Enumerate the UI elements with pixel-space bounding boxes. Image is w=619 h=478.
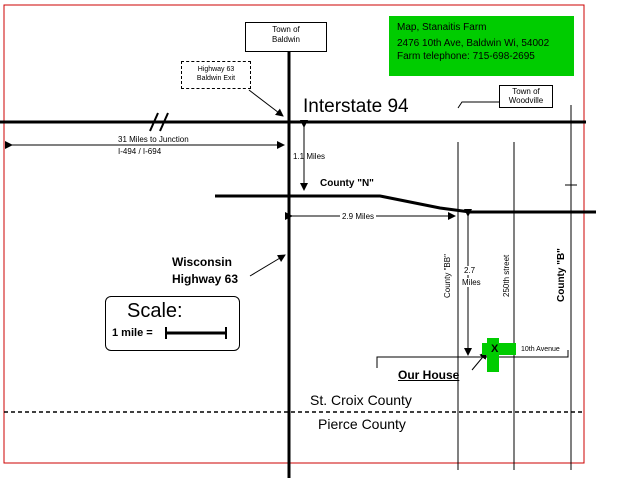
woodville-pointer <box>457 101 500 109</box>
10th-avenue-label: 10th Avenue <box>521 346 560 353</box>
county-bb-label: County "BB" <box>443 254 452 298</box>
distance-2-7-label-2: Miles <box>462 278 481 287</box>
250th-street-label: 250th street <box>502 254 511 297</box>
junction-label-1: 31 Miles to Junction <box>118 135 189 144</box>
town-woodville-box: Town of Woodville <box>499 85 553 108</box>
distance-2-7-label-1: 2.7 <box>464 266 476 275</box>
junction-label-2: I-494 / I-694 <box>118 147 162 156</box>
info-line-2: 2476 10th Ave, Baldwin Wi, 54002 <box>397 38 550 49</box>
st-croix-county-label: St. Croix County <box>310 392 412 408</box>
town-woodville-line1: Town of <box>512 87 540 96</box>
highway-63-label-2: Highway 63 <box>172 272 239 286</box>
info-line-1: Map, Stanaitis Farm <box>397 22 487 33</box>
highway-63-label-1: Wisconsin <box>172 255 232 269</box>
our-house-label: Our House <box>398 368 460 382</box>
distance-2-9-label: 2.9 Miles <box>340 212 377 221</box>
pierce-county-label: Pierce County <box>318 416 406 432</box>
road-break-mark <box>149 112 159 132</box>
county-b-label: County "B" <box>556 248 567 302</box>
house-marker-bar <box>482 343 516 355</box>
10th-avenue-road <box>376 350 569 368</box>
exit-box: Highway 63 Baldwin Exit <box>181 61 251 89</box>
town-woodville-line2: Woodville <box>508 96 544 105</box>
town-baldwin-box: Town of Baldwin <box>245 22 327 52</box>
interstate-94-label: Interstate 94 <box>303 96 409 117</box>
town-baldwin-line2: Baldwin <box>271 35 300 44</box>
scale-mile-label: 1 mile = <box>112 327 153 339</box>
highway-63-pointer-arrow <box>249 254 286 277</box>
info-line-3: Farm telephone: 715-698-2695 <box>397 51 535 62</box>
county-n-road <box>215 194 596 214</box>
exit-pointer-arrow <box>248 89 284 117</box>
town-baldwin-line1: Town of <box>272 25 300 34</box>
exit-line1: Highway 63 <box>197 66 235 73</box>
road-break-mark <box>159 112 169 132</box>
scale-box <box>105 296 240 351</box>
scale-title: Scale: <box>127 300 183 322</box>
info-box <box>389 16 574 76</box>
distance-1-1-label: 1.1 Miles <box>293 152 326 161</box>
map-border <box>3 4 585 464</box>
county-n-label: County "N" <box>320 178 374 189</box>
exit-line2: Baldwin Exit <box>196 75 236 82</box>
house-x-label: X <box>491 343 499 355</box>
